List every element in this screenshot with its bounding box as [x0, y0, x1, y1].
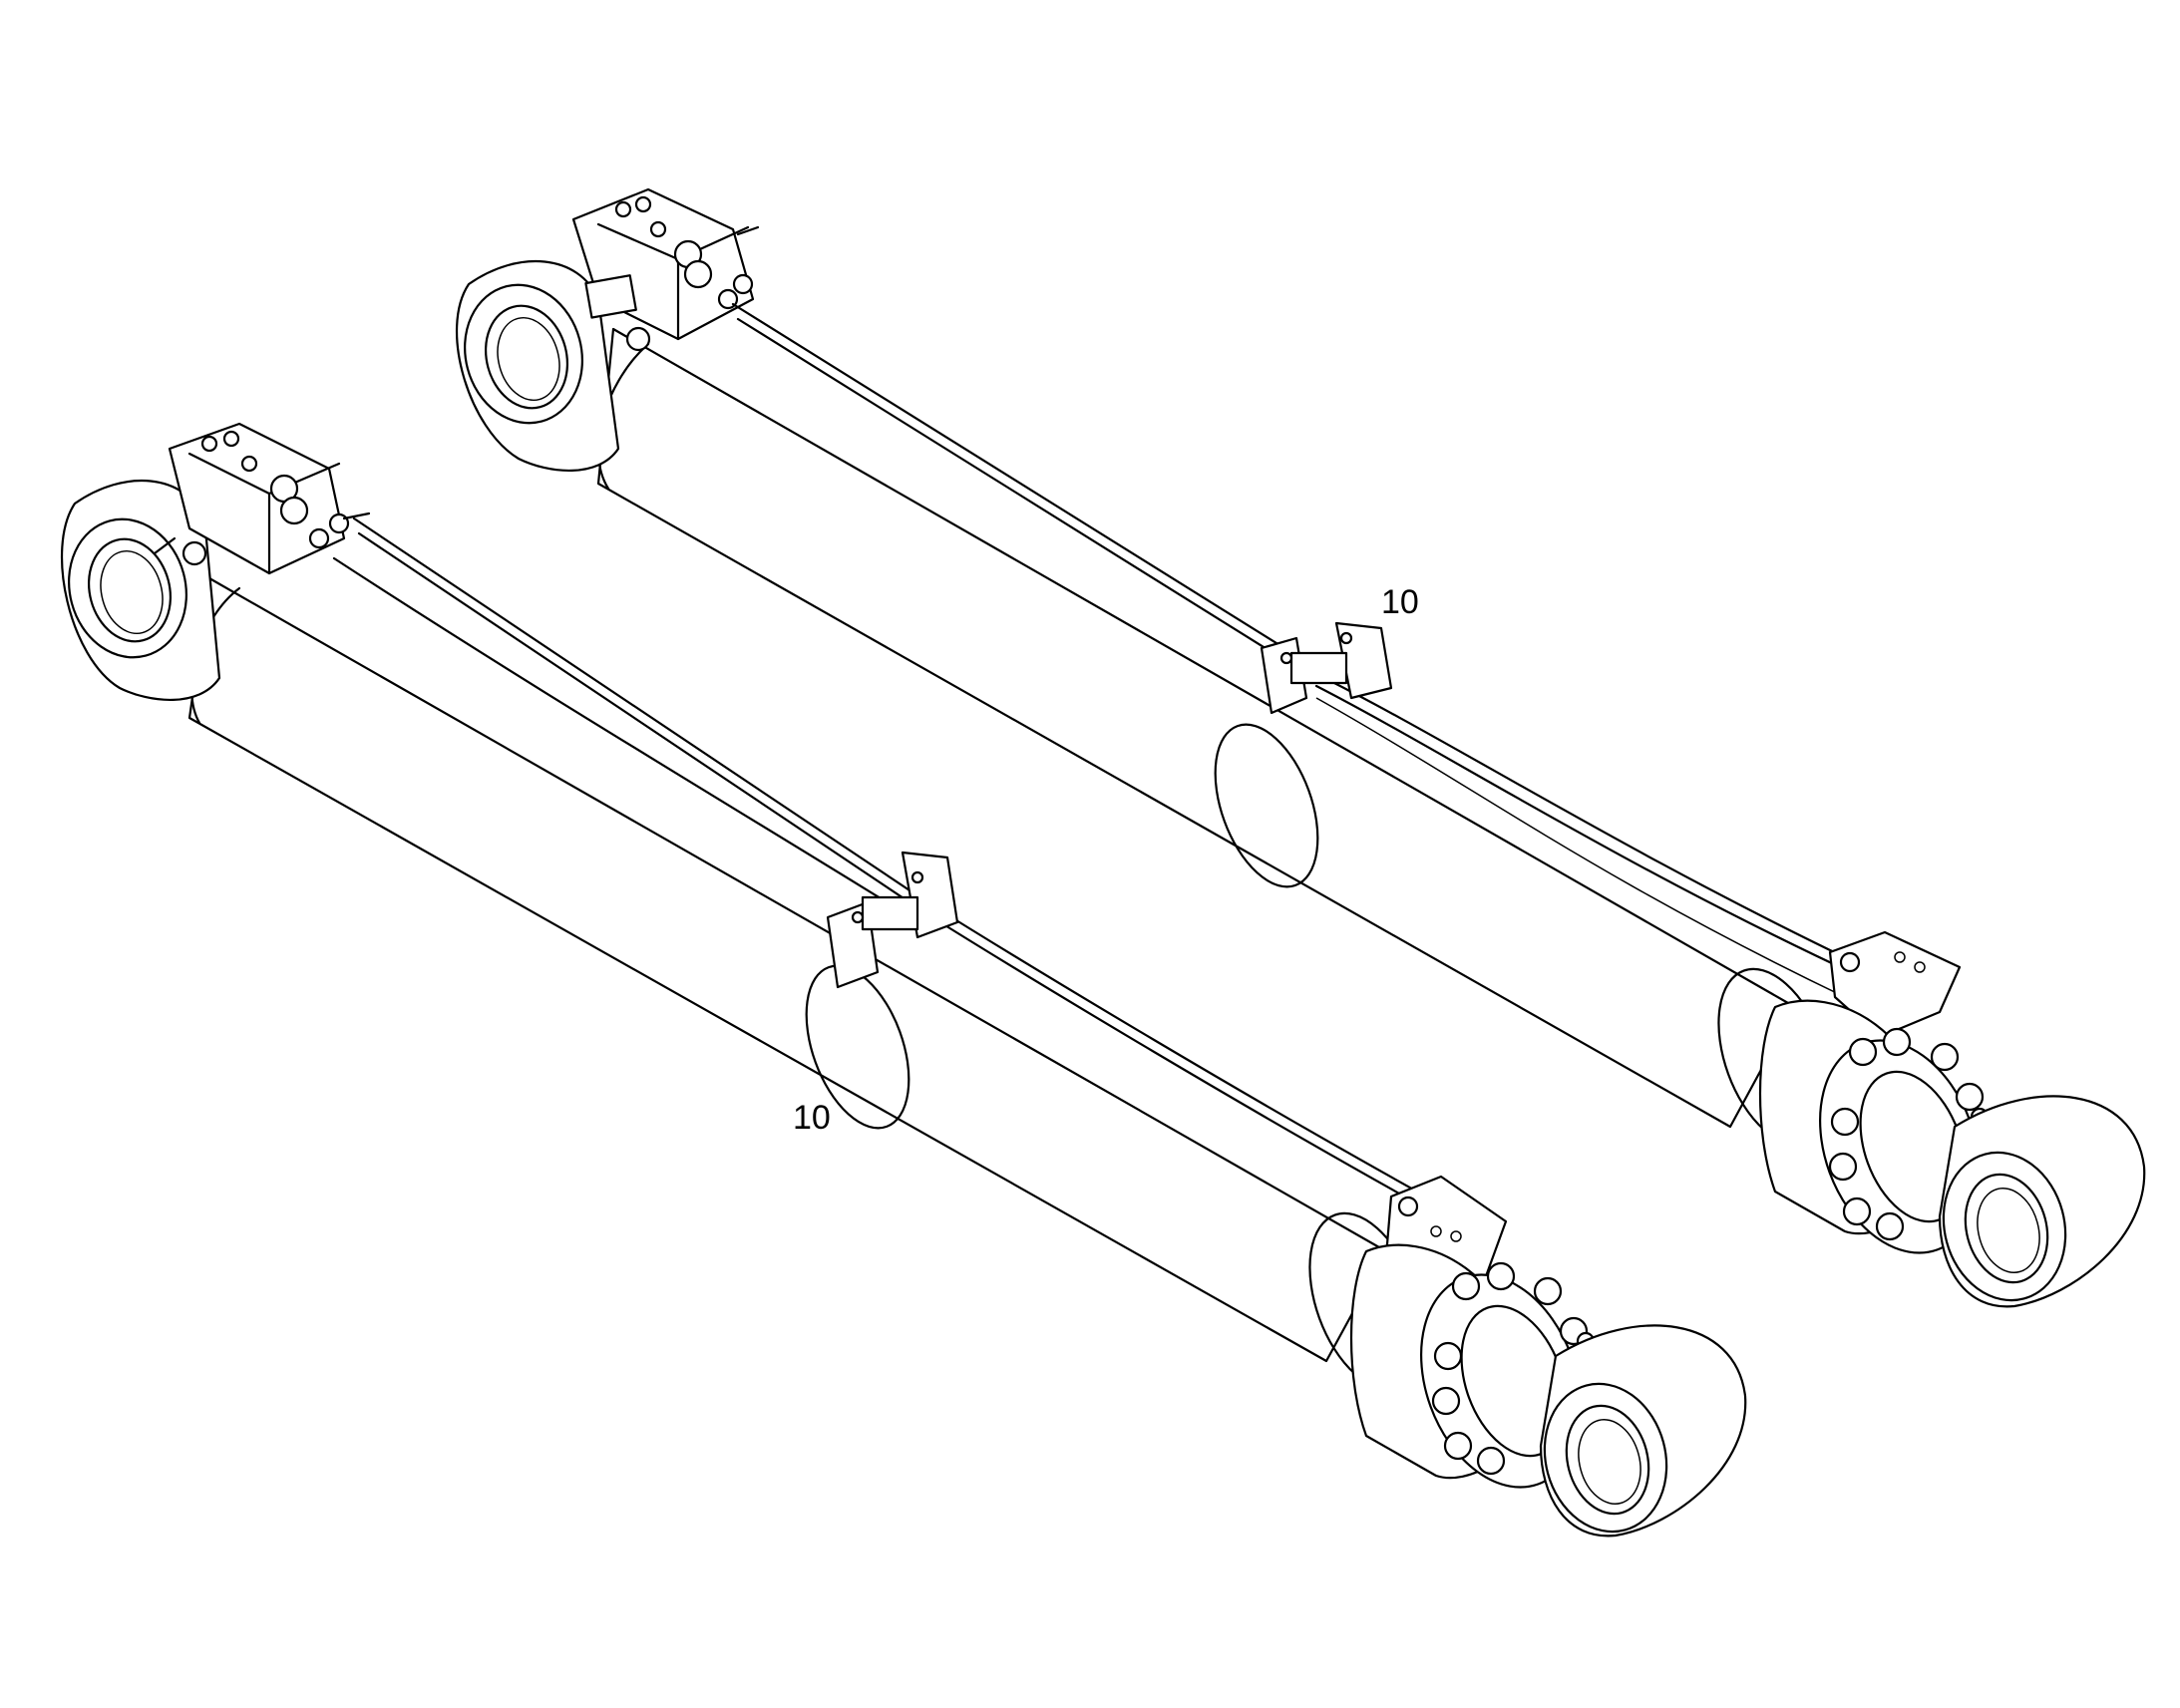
lower-cylinder-rod-eye: [1539, 1324, 1747, 1537]
callout-label-lower: 10: [793, 1099, 831, 1137]
upper-cylinder-pipe-clamp: [1260, 621, 1393, 715]
lower-cylinder: [60, 422, 1747, 1537]
lower-cylinder-valve-block: [153, 422, 371, 575]
callout-label-upper: 10: [1381, 583, 1419, 621]
lower-cylinder-gland: [1349, 1243, 1596, 1489]
upper-cylinder-mid-collar: [1214, 723, 1319, 888]
upper-cylinder-rod-eye: [1938, 1095, 2146, 1308]
upper-cylinder-gland: [1758, 999, 1990, 1254]
upper-cylinder: [455, 187, 2146, 1308]
upper-cylinder-valve-block: [571, 187, 760, 352]
lower-cylinder-head-eye: [60, 479, 221, 702]
lower-cylinder-mid-collar: [805, 964, 910, 1130]
lower-cylinder-pipe-clamp: [826, 851, 959, 989]
upper-cylinder-hydraulic-lines: [731, 302, 1857, 998]
upper-cylinder-rod-end-block: [1828, 930, 1962, 1039]
upper-cylinder-head-eye: [455, 259, 620, 473]
lower-cylinder-hydraulic-lines: [332, 516, 1428, 1210]
